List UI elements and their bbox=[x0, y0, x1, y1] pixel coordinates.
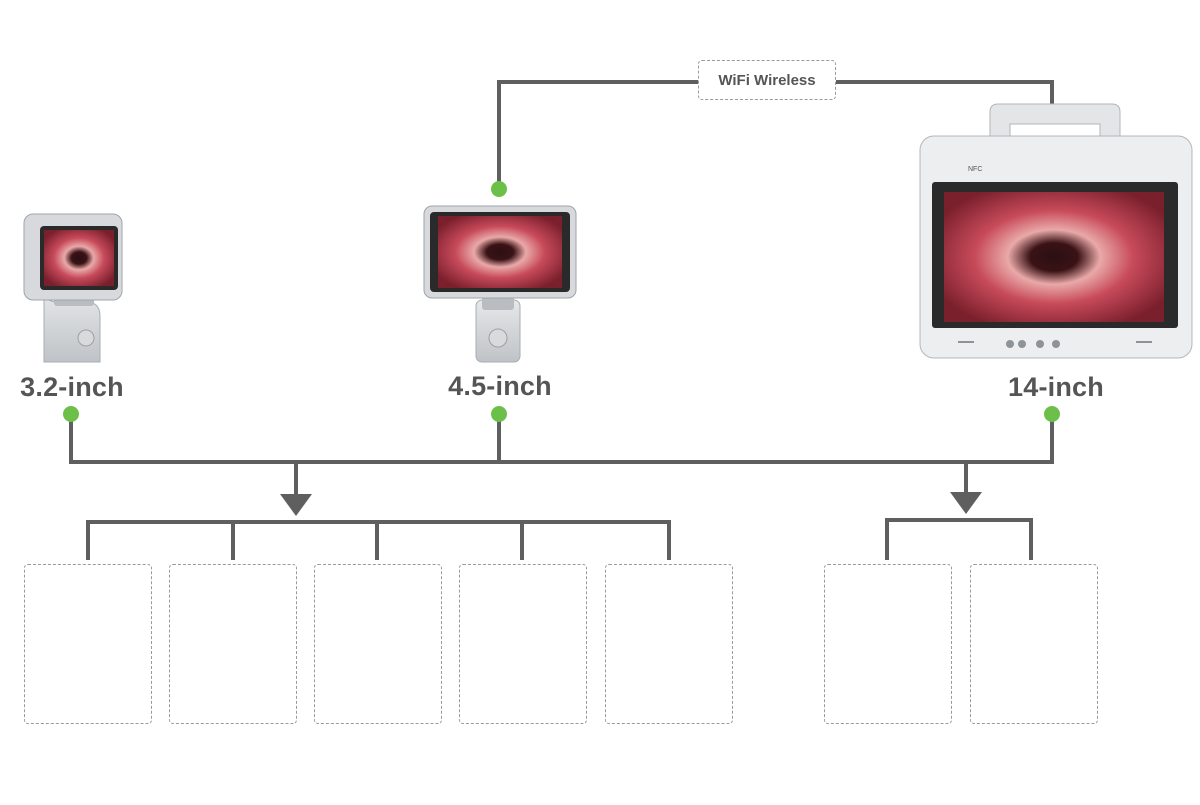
assorted-blades-box bbox=[169, 564, 297, 724]
node-large bbox=[1044, 406, 1060, 422]
straight-blades-box bbox=[459, 564, 587, 724]
handheld-monitor-medium-icon bbox=[423, 205, 577, 363]
connection-nodes bbox=[63, 181, 1060, 422]
scopes-branch-line bbox=[885, 518, 1033, 560]
arrow-down-blades-icon bbox=[280, 494, 312, 516]
size-label-small: 3.2-inch bbox=[20, 372, 124, 402]
node-medium bbox=[491, 406, 507, 422]
stylet-blades-box bbox=[24, 564, 152, 724]
hyperangled-blades-box bbox=[605, 564, 733, 724]
wifi-link-line-right bbox=[836, 80, 1054, 104]
connection-lines bbox=[69, 80, 1054, 560]
node-wifi-medium bbox=[491, 181, 507, 197]
node-small bbox=[63, 406, 79, 422]
nfc-badge: NFC bbox=[968, 166, 982, 173]
wifi-wireless-label: WiFi Wireless bbox=[698, 60, 836, 100]
handheld-monitor-small-icon bbox=[23, 213, 123, 363]
size-label-medium: 4.5-inch bbox=[448, 371, 552, 401]
arrow-down-scopes-icon bbox=[950, 492, 982, 514]
disposable-scope-box bbox=[970, 564, 1098, 724]
flexible-endoscope-box bbox=[824, 564, 952, 724]
macintosh-blades-box bbox=[314, 564, 442, 724]
wifi-link-line bbox=[497, 80, 698, 188]
size-label-large: 14-inch bbox=[1008, 372, 1104, 402]
tablet-monitor-large-icon: NFC bbox=[919, 103, 1193, 359]
bus-line bbox=[69, 415, 1054, 464]
